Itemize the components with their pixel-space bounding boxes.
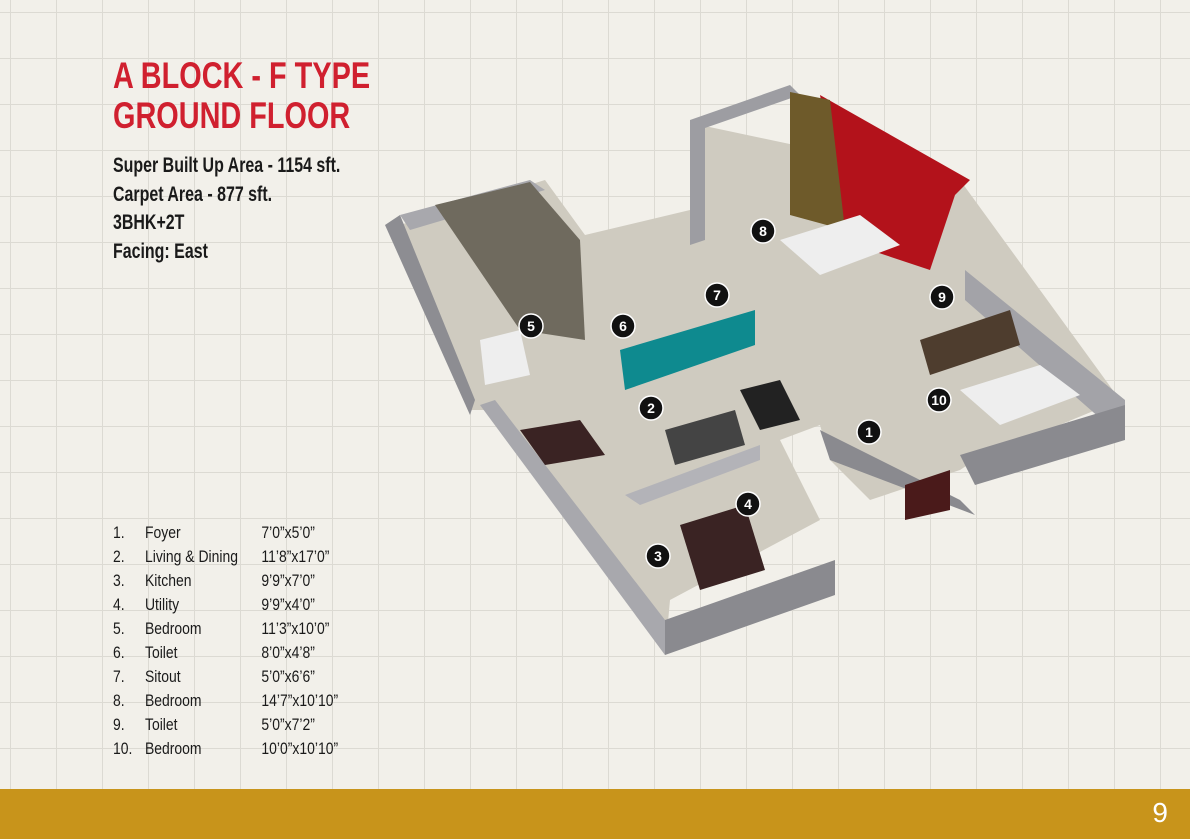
- sofa: [740, 380, 800, 430]
- marker-label: 7: [713, 287, 721, 303]
- marker-label: 1: [865, 424, 873, 440]
- room-number: 3.: [113, 571, 125, 590]
- wall-kitchen-front: [665, 560, 835, 655]
- room-name: Living & Dining: [144, 547, 238, 566]
- room-number: 4.: [113, 595, 125, 614]
- room-list-item: 6. Toilet 8’0”x4’8”: [113, 641, 338, 665]
- room-marker-1: 1: [856, 419, 882, 445]
- kitchen-counter: [680, 505, 765, 590]
- room-size: 10’0”x10’10”: [261, 739, 339, 758]
- marker-circle: [926, 387, 952, 413]
- room-size: 9’9”x4’0”: [261, 595, 315, 614]
- wall-dining-left: [480, 400, 665, 655]
- room-size: 11’8”x17’0”: [261, 547, 330, 566]
- room-size: 14’7”x10’10”: [261, 691, 339, 710]
- unit-specs: Super Built Up Area - 1154 sft. Carpet A…: [113, 152, 340, 266]
- marker-circle: [638, 395, 664, 421]
- bed-bedroom10: [960, 365, 1080, 425]
- marker-label: 9: [938, 289, 946, 305]
- room-number: 5.: [113, 619, 125, 638]
- room-size: 11’3”x10’0”: [261, 619, 330, 638]
- room-name: Kitchen: [144, 571, 192, 590]
- room-number: 2.: [113, 547, 125, 566]
- room-marker-9: 9: [929, 284, 955, 310]
- room-name: Bedroom: [144, 619, 202, 638]
- room-name: Bedroom: [144, 739, 202, 758]
- wall-bedroom8-curtain: [790, 92, 845, 230]
- room-list-item: 8. Bedroom 14’7”x10’10”: [113, 689, 338, 713]
- room-marker-8: 8: [750, 218, 776, 244]
- wall-bedroom5-back: [435, 182, 585, 340]
- bed-bedroom8: [780, 215, 900, 275]
- wall-front-right: [960, 405, 1125, 485]
- room-number: 10.: [113, 739, 133, 758]
- room-number: 6.: [113, 643, 125, 662]
- room-size: 7’0”x5’0”: [261, 523, 315, 542]
- marker-circle: [750, 218, 776, 244]
- marker-label: 2: [647, 400, 655, 416]
- room-marker-3: 3: [645, 543, 671, 569]
- foyer-door: [905, 470, 950, 520]
- room-name: Toilet: [144, 715, 178, 734]
- marker-circle: [645, 543, 671, 569]
- room-name: Foyer: [144, 523, 181, 542]
- room-list-item: 7. Sitout 5’0”x6’6”: [113, 665, 338, 689]
- room-marker-4: 4: [735, 491, 761, 517]
- room-list: 1. Foyer 7’0”x5’0” 2. Living & Dining 11’8”x1…: [113, 521, 388, 761]
- room-list-item: 2. Living & Dining 11’8”x17’0”: [113, 545, 338, 569]
- bed-bedroom5: [480, 330, 530, 385]
- room-size: 5’0”x7’2”: [261, 715, 315, 734]
- coffee-table: [665, 410, 745, 465]
- wall-teal: [620, 310, 755, 390]
- marker-circle: [518, 313, 544, 339]
- wall-kitchen-top: [625, 445, 760, 505]
- room-list-item: 9. Toilet 5’0”x7’2”: [113, 713, 338, 737]
- room-number: 9.: [113, 715, 125, 734]
- room-list-item: 5. Bedroom 11’3”x10’0”: [113, 617, 338, 641]
- configuration: 3BHK+2T: [113, 211, 185, 234]
- room-number: 8.: [113, 691, 125, 710]
- footer-band: 9: [0, 789, 1190, 839]
- room-number: 1.: [113, 523, 125, 542]
- room-number: 7.: [113, 667, 125, 686]
- room-name: Bedroom: [144, 691, 202, 710]
- room-marker-2: 2: [638, 395, 664, 421]
- wall-bedroom8: [690, 85, 800, 245]
- marker-label: 5: [527, 318, 535, 334]
- room-marker-5: 5: [518, 313, 544, 339]
- room-size: 8’0”x4’8”: [261, 643, 315, 662]
- room-marker-7: 7: [704, 282, 730, 308]
- room-list-item: 4. Utility 9’9”x4’0”: [113, 593, 338, 617]
- dining-table: [520, 420, 605, 465]
- wall-left: [385, 215, 475, 415]
- marker-circle: [856, 419, 882, 445]
- marker-label: 8: [759, 223, 767, 239]
- wall-bedroom10-back: [920, 310, 1020, 375]
- room-name: Utility: [144, 595, 180, 614]
- room-size: 5’0”x6’6”: [261, 667, 315, 686]
- marker-circle: [735, 491, 761, 517]
- page-title: A BLOCK - F TYPE GROUND FLOOR: [113, 56, 370, 136]
- title-line-1: A BLOCK - F TYPE: [113, 55, 371, 96]
- page-number: 9: [1152, 797, 1168, 828]
- room-list-item: 1. Foyer 7’0”x5’0”: [113, 521, 338, 545]
- room-name: Sitout: [144, 667, 181, 686]
- marker-label: 3: [654, 548, 662, 564]
- super-built-up-area: Super Built Up Area - 1154 sft.: [113, 154, 341, 177]
- marker-circle: [704, 282, 730, 308]
- room-marker-10: 10: [926, 387, 952, 413]
- room-list-item: 10. Bedroom 10’0”x10’10”: [113, 737, 338, 761]
- marker-label: 6: [619, 318, 627, 334]
- marker-label: 10: [931, 392, 947, 408]
- marker-circle: [610, 313, 636, 339]
- room-list-item: 3. Kitchen 9’9”x7’0”: [113, 569, 338, 593]
- room-name: Toilet: [144, 643, 178, 662]
- title-line-2: GROUND FLOOR: [113, 95, 351, 136]
- room-size: 9’9”x7’0”: [261, 571, 315, 590]
- carpet-area: Carpet Area - 877 sft.: [113, 182, 273, 206]
- facing: Facing: East: [113, 239, 208, 263]
- marker-label: 4: [744, 496, 752, 512]
- room-marker-6: 6: [610, 313, 636, 339]
- marker-circle: [929, 284, 955, 310]
